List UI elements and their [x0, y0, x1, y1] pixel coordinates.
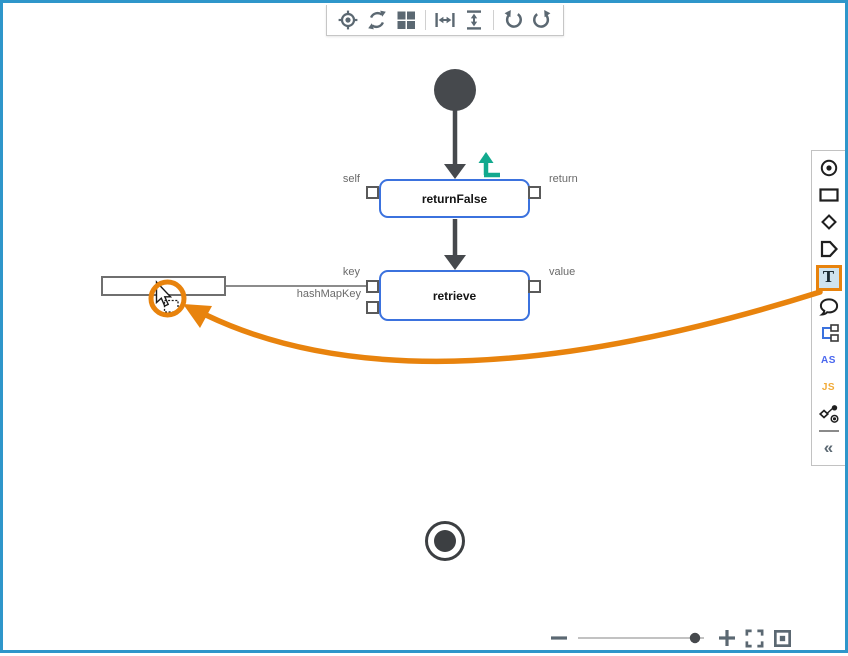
sync-icon: [368, 10, 386, 30]
initial-node-tool[interactable]: [816, 157, 842, 179]
initial-node-icon: [820, 159, 837, 177]
diagram-nodes-icon: [818, 405, 839, 424]
comment-tool[interactable]: [816, 296, 842, 318]
state-node-tool[interactable]: [816, 238, 842, 260]
tool-palette: T AS JS «: [811, 150, 845, 466]
port-hashmapkey[interactable]: [366, 301, 379, 314]
node-retrieve[interactable]: retrieve: [379, 270, 530, 321]
top-toolbar: [326, 5, 564, 36]
zoom-slider-handle[interactable]: [689, 632, 701, 644]
tutorial-annotation: [148, 279, 823, 365]
port-return[interactable]: [528, 186, 541, 199]
port-label-return: return: [549, 173, 578, 185]
subdiagram-icon: [821, 324, 839, 343]
port-key[interactable]: [366, 280, 379, 293]
fullscreen-button[interactable]: [744, 628, 765, 649]
javascript-tool[interactable]: JS: [821, 381, 836, 393]
zoom-in-button[interactable]: [717, 628, 737, 648]
zoom-out-button[interactable]: [549, 628, 569, 648]
port-label-key: key: [342, 266, 360, 278]
center-view-icon: [338, 10, 358, 30]
sync-button[interactable]: [364, 7, 390, 33]
zoom-controls: [549, 625, 793, 651]
action-node-icon: [818, 188, 839, 202]
redo-button[interactable]: [529, 7, 555, 33]
palette-divider: [818, 430, 839, 433]
fit-width-icon: [435, 13, 455, 27]
toolbar-separator: [425, 10, 426, 30]
empty-text-box[interactable]: [101, 276, 226, 296]
redo-icon: [533, 10, 551, 28]
port-label-hashmapkey: hashMapKey: [296, 288, 361, 300]
text-tool[interactable]: T: [815, 264, 842, 291]
fit-to-screen-button[interactable]: [772, 628, 793, 649]
tile-view-icon: [397, 11, 415, 29]
fit-width-button[interactable]: [432, 7, 458, 33]
toolbar-separator: [493, 10, 494, 30]
diagram-connectors: [225, 69, 500, 561]
port-label-self: self: [342, 173, 360, 185]
actionscript-tool[interactable]: AS: [821, 354, 836, 366]
comment-icon: [818, 297, 838, 316]
port-value[interactable]: [528, 280, 541, 293]
node-returnFalse[interactable]: returnFalse: [379, 179, 530, 218]
end-node: [425, 521, 465, 561]
port-label-value: value: [549, 266, 576, 278]
decision-node-icon: [820, 213, 837, 230]
action-node-tool[interactable]: [816, 184, 842, 206]
undo-icon: [504, 10, 522, 28]
return-arrow-icon: [478, 152, 500, 178]
annotation-arrowhead: [183, 304, 212, 328]
undo-button[interactable]: [500, 7, 526, 33]
start-node: [434, 69, 476, 111]
zoom-out-icon: [551, 636, 567, 640]
fullscreen-icon: [745, 629, 764, 647]
decision-node-tool[interactable]: [816, 211, 842, 233]
fit-height-icon: [467, 10, 481, 30]
zoom-slider[interactable]: [576, 629, 710, 647]
port-self[interactable]: [366, 186, 379, 199]
fit-to-screen-icon: [774, 629, 791, 647]
diagram-nodes-tool[interactable]: [816, 403, 842, 425]
center-view-button[interactable]: [335, 7, 361, 33]
collapse-panel-button[interactable]: «: [823, 438, 834, 458]
fit-height-button[interactable]: [461, 7, 487, 33]
zoom-in-icon: [719, 630, 735, 646]
subdiagram-tool[interactable]: [816, 322, 842, 344]
state-node-icon: [820, 240, 838, 257]
tile-view-button[interactable]: [393, 7, 419, 33]
